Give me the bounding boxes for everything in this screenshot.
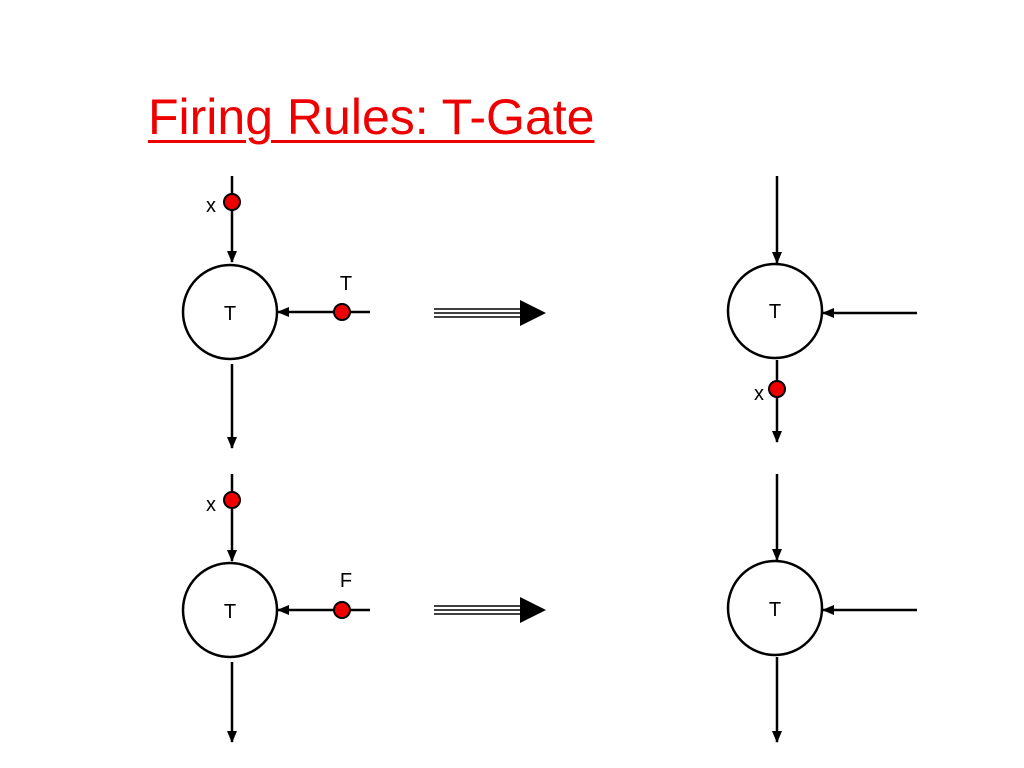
t-gate-node: [726, 262, 824, 360]
rule-2-after: T: [726, 474, 917, 743]
t-gate-node: [726, 559, 824, 657]
data-token-label: x: [206, 195, 216, 217]
t-gate-node: [181, 263, 279, 361]
data-token: [223, 491, 241, 509]
t-gate-node: [181, 561, 279, 659]
rule-1-before: T x T: [181, 176, 370, 449]
gate-label: T: [769, 301, 781, 323]
rule-1-transition-arrow: [434, 300, 546, 326]
slide-title: Firing Rules: T-Gate: [148, 89, 595, 145]
data-token-label: x: [206, 494, 216, 516]
gate-label: T: [224, 303, 236, 325]
gate-label: T: [769, 599, 781, 621]
rule-2-before: T x F: [181, 474, 370, 743]
output-token-label: x: [754, 383, 764, 405]
control-token: [333, 601, 351, 619]
output-token: [768, 380, 786, 398]
data-token: [223, 193, 241, 211]
control-token: [333, 303, 351, 321]
gate-label: T: [224, 601, 236, 623]
control-token-label: T: [340, 273, 352, 295]
rule-2-transition-arrow: [434, 597, 546, 623]
rule-1-after: T x: [726, 176, 917, 443]
control-token-label: F: [340, 570, 352, 592]
